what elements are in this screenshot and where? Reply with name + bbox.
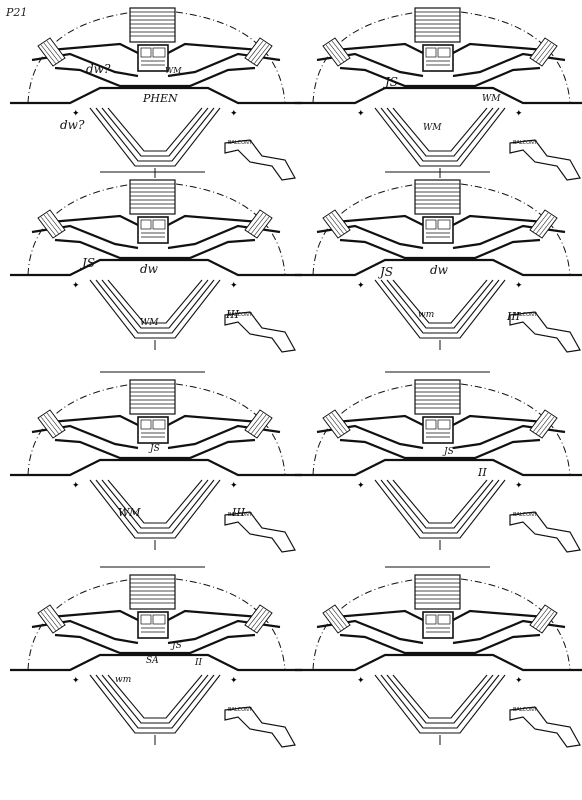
annotation: JS bbox=[380, 265, 394, 279]
annotation: dw? bbox=[86, 62, 111, 76]
plan-panel-p6 bbox=[293, 378, 582, 554]
annotation: JS bbox=[82, 256, 96, 270]
annotation: JS bbox=[385, 75, 399, 89]
balcony-label: BALCONY bbox=[513, 707, 537, 713]
annotation: JS bbox=[172, 641, 182, 651]
plan-panel-p2 bbox=[293, 6, 582, 182]
annotation: II bbox=[195, 658, 203, 668]
annotation: dw bbox=[430, 263, 448, 277]
balcony-label: BALCONY bbox=[513, 512, 537, 518]
balcony-label: BALCONY bbox=[228, 707, 252, 713]
annotation: WM bbox=[118, 506, 141, 519]
plan-panel-p5 bbox=[8, 378, 304, 554]
annotation: SA bbox=[146, 656, 159, 666]
annotation: III bbox=[507, 310, 521, 323]
annotation: dw bbox=[140, 262, 158, 276]
balcony-label: BALCONY bbox=[228, 512, 252, 518]
annotation: JS bbox=[444, 447, 454, 457]
annotation: II bbox=[478, 466, 487, 479]
annotation: III bbox=[226, 308, 240, 321]
page-number: P21 bbox=[6, 6, 28, 19]
annotation: PHEN bbox=[143, 92, 178, 105]
balcony-label: BALCONY bbox=[228, 312, 252, 318]
annotation: dw? bbox=[60, 118, 85, 132]
annotation: WM bbox=[165, 66, 182, 75]
balcony-label: BALCONY bbox=[513, 312, 537, 318]
annotation: wm bbox=[115, 675, 132, 685]
annotation: III bbox=[232, 506, 246, 519]
annotation: WM bbox=[482, 94, 501, 104]
scale-bars bbox=[100, 171, 490, 568]
annotation: WM bbox=[423, 123, 442, 133]
annotation: JS bbox=[150, 444, 160, 454]
annotation: WM bbox=[140, 318, 159, 328]
annotation: wm bbox=[418, 310, 435, 320]
balcony-label: BALCONY bbox=[513, 140, 537, 146]
balcony-label: BALCONY bbox=[228, 140, 252, 146]
plan-panel-p8 bbox=[293, 573, 582, 749]
